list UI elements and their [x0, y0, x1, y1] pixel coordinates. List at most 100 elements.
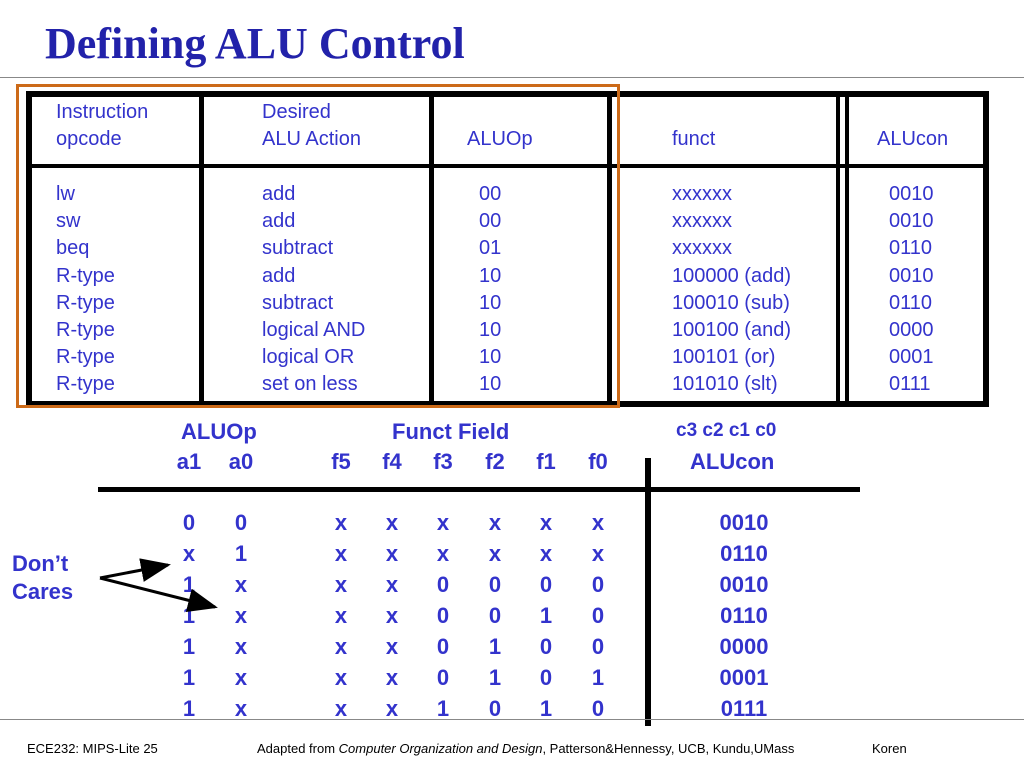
truth-cell: 1	[182, 665, 196, 690]
cell-opcode: lw	[56, 183, 75, 205]
alucon-label: ALUcon	[690, 449, 775, 474]
header-aluop: ALUOp	[467, 128, 533, 150]
cell-action: subtract	[262, 237, 334, 260]
dont-cares-label: Don’t Cares	[12, 551, 74, 604]
aluop-label: ALUOp	[181, 419, 257, 444]
cell-action: add	[262, 183, 296, 205]
truth-alucon: 0010	[719, 572, 769, 597]
truth-cell: x	[385, 510, 399, 535]
col-label-a0: a0	[228, 449, 254, 474]
truth-cell: 0	[591, 572, 605, 597]
cell-funct: 100000 (add)	[672, 264, 791, 287]
truth-cell: x	[385, 603, 399, 628]
cell-action: add	[262, 264, 296, 287]
truth-table-header-rule	[98, 487, 860, 492]
truth-cell: 1	[182, 634, 196, 659]
truth-cell: x	[385, 541, 399, 566]
slide-title: Defining ALU Control	[45, 19, 465, 68]
truth-cell: x	[334, 603, 348, 628]
cell-alucon: 0110	[889, 237, 933, 260]
cell-alucon: 0110	[889, 291, 933, 314]
cell-funct: 100100 (and)	[672, 319, 791, 342]
truth-cell: x	[436, 510, 450, 535]
cell-opcode: sw	[56, 210, 81, 233]
truth-cell: 0	[436, 665, 450, 690]
truth-cell: x	[334, 510, 348, 535]
footer-credit-book: Computer Organization and Design	[338, 741, 543, 756]
truth-cell: x	[182, 541, 196, 566]
truth-cell: 0	[488, 603, 502, 628]
cell-opcode: beq	[56, 237, 90, 260]
cell-action: subtract	[262, 291, 334, 314]
truth-cell: 1	[182, 696, 196, 721]
cell-action: set on less	[262, 373, 358, 396]
truth-cell: 0	[488, 696, 502, 721]
truth-cell: 0	[234, 510, 248, 535]
truth-cell: 1	[488, 665, 502, 690]
header-alucon: ALUcon	[877, 128, 949, 150]
cell-opcode: R-type	[56, 373, 115, 396]
truth-cell: x	[234, 696, 248, 721]
truth-alucon: 0000	[719, 634, 769, 659]
table-header-divider	[26, 164, 989, 168]
cell-aluop: 10	[479, 373, 502, 396]
truth-cell: 1	[539, 696, 553, 721]
cell-aluop: 10	[479, 319, 502, 342]
truth-cell: 0	[591, 603, 605, 628]
truth-cell: x	[334, 634, 348, 659]
truth-cell: 0	[539, 634, 553, 659]
footer-credit: Adapted from Computer Organization and D…	[257, 741, 794, 756]
truth-cell: x	[234, 572, 248, 597]
truth-cell: x	[334, 665, 348, 690]
cell-aluop: 10	[479, 264, 502, 287]
table-col-divider-3	[607, 91, 612, 407]
cell-alucon: 0010	[889, 183, 934, 205]
cell-action: add	[262, 210, 296, 233]
truth-cell: 0	[488, 572, 502, 597]
truth-cell: x	[234, 634, 248, 659]
truth-cell: 0	[591, 696, 605, 721]
cell-action: logical AND	[262, 319, 366, 342]
truth-cell: x	[334, 541, 348, 566]
table-col-divider-2	[429, 91, 434, 407]
truth-cell: 0	[539, 572, 553, 597]
footer-credit-suffix: , Patterson&Hennessy, UCB, Kundu,UMass	[542, 741, 795, 756]
truth-cell: 1	[234, 541, 248, 566]
truth-cell: x	[385, 572, 399, 597]
col-label-a1: a1	[176, 449, 202, 474]
arrow-to-row-2	[99, 558, 171, 582]
truth-cell: x	[591, 510, 605, 535]
truth-cell: x	[591, 541, 605, 566]
truth-cell: 1	[436, 696, 450, 721]
cell-funct: 100101 (or)	[672, 346, 776, 369]
truth-alucon: 0010	[719, 510, 769, 535]
truth-cell: x	[334, 696, 348, 721]
table-top-border	[26, 91, 989, 97]
truth-alucon: 0001	[719, 665, 769, 690]
truth-cell: 0	[539, 665, 553, 690]
funct-field-label: Funct Field	[392, 419, 510, 444]
highlight-box	[16, 84, 620, 408]
table-bottom-border	[26, 401, 989, 407]
truth-cell: x	[385, 634, 399, 659]
truth-cell: 0	[436, 634, 450, 659]
table-col-divider-1	[199, 91, 204, 407]
cell-aluop: 00	[479, 183, 502, 205]
arrow-to-row-4	[99, 576, 218, 613]
truth-cell: x	[234, 603, 248, 628]
header-funct: funct	[672, 128, 716, 150]
truth-cell: x	[234, 665, 248, 690]
cell-aluop: 10	[479, 346, 502, 369]
cell-funct: xxxxxx	[672, 183, 732, 205]
table-left-border	[26, 91, 32, 407]
cell-opcode: R-type	[56, 291, 115, 314]
footer-right: Koren	[872, 741, 907, 756]
col-label-f3: f3	[433, 449, 453, 474]
cell-alucon: 0000	[889, 319, 934, 342]
truth-cell: 1	[539, 603, 553, 628]
cell-opcode: R-type	[56, 319, 115, 342]
